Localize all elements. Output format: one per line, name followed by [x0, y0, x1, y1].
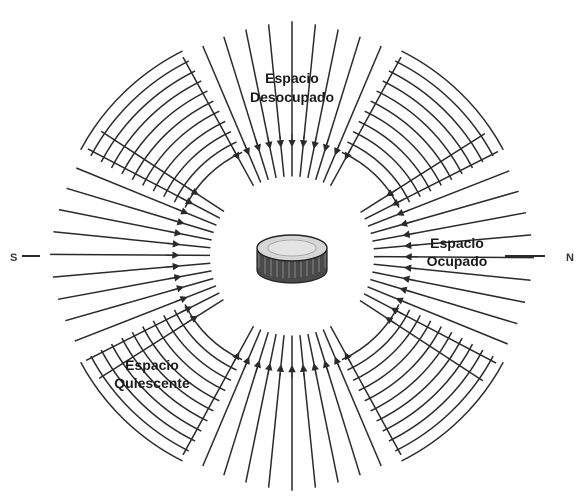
field-arrow	[256, 364, 259, 373]
curved-field-line	[389, 71, 483, 162]
label-quiescent-line2: Quiescente	[114, 375, 190, 391]
field-arrow	[244, 143, 248, 152]
curved-field-line	[185, 152, 242, 207]
field-arrow	[406, 279, 416, 281]
field-arrow	[167, 243, 177, 244]
radial-field-line	[203, 330, 261, 467]
curved-field-line	[365, 111, 442, 185]
label-quiescent-line1: Espacio	[125, 357, 179, 373]
field-arrow	[400, 210, 409, 214]
field-arrow	[336, 360, 340, 369]
field-arrow	[172, 220, 182, 223]
radial-field-line	[323, 46, 381, 183]
field-arrow	[268, 366, 270, 376]
curved-field-line	[174, 310, 236, 370]
field-arrow	[176, 209, 185, 213]
field-arrow	[244, 360, 248, 369]
field-arrow	[256, 139, 259, 148]
field-arrow	[280, 368, 281, 378]
curved-field-line	[359, 321, 431, 391]
curved-field-line	[112, 81, 202, 168]
field-arrow	[268, 136, 270, 146]
field-arrow	[408, 245, 418, 246]
label-unoccupied-line2: Desocupado	[250, 89, 334, 105]
curved-field-line	[143, 111, 220, 185]
curved-field-line	[174, 142, 236, 202]
field-arrow	[167, 266, 177, 267]
field-arrow	[303, 368, 304, 378]
curved-field-line	[402, 51, 504, 150]
curved-field-line	[389, 350, 483, 441]
field-arrow	[315, 366, 317, 376]
curved-field-line	[185, 304, 242, 359]
curved-field-line	[101, 71, 195, 162]
field-arrow	[336, 143, 340, 152]
field-arrow	[169, 231, 179, 233]
label-occupied-line1: Espacio	[430, 235, 484, 251]
field-arrow	[280, 134, 281, 144]
curved-field-line	[383, 81, 473, 168]
field-arrow	[406, 233, 416, 235]
label-occupied-line2: Ocupado	[427, 253, 488, 269]
field-arrow	[326, 139, 329, 148]
south-pole-label: S	[10, 252, 17, 264]
field-arrow	[399, 300, 408, 304]
field-arrow	[175, 298, 184, 302]
field-arrow	[315, 136, 317, 146]
radial-field-line	[53, 232, 210, 248]
field-arrow	[403, 222, 413, 225]
radial-field-line	[323, 330, 381, 467]
curved-field-line	[383, 344, 473, 431]
curved-field-line	[153, 121, 225, 191]
field-arrow	[303, 134, 304, 144]
radial-field-line	[101, 131, 224, 211]
curved-field-line	[81, 51, 183, 150]
field-arrow	[326, 364, 329, 373]
curved-field-line	[365, 327, 442, 401]
curved-field-line	[347, 142, 409, 202]
radial-field-line	[361, 134, 485, 213]
field-arrow	[403, 289, 413, 292]
north-pole-label: N	[566, 252, 574, 264]
curved-field-line	[359, 121, 431, 191]
label-unoccupied-line1: Espacio	[265, 70, 319, 86]
field-arrow	[171, 288, 181, 291]
field-arrow	[168, 277, 178, 279]
radial-field-line	[50, 254, 210, 255]
curved-field-line	[342, 152, 399, 207]
curved-field-line	[347, 310, 409, 370]
magnet-disc	[257, 235, 327, 283]
radial-field-line	[203, 46, 261, 183]
radial-field-line	[360, 301, 483, 381]
field-arrow	[407, 268, 417, 269]
curved-field-line	[402, 362, 504, 461]
curved-field-line	[342, 304, 399, 359]
